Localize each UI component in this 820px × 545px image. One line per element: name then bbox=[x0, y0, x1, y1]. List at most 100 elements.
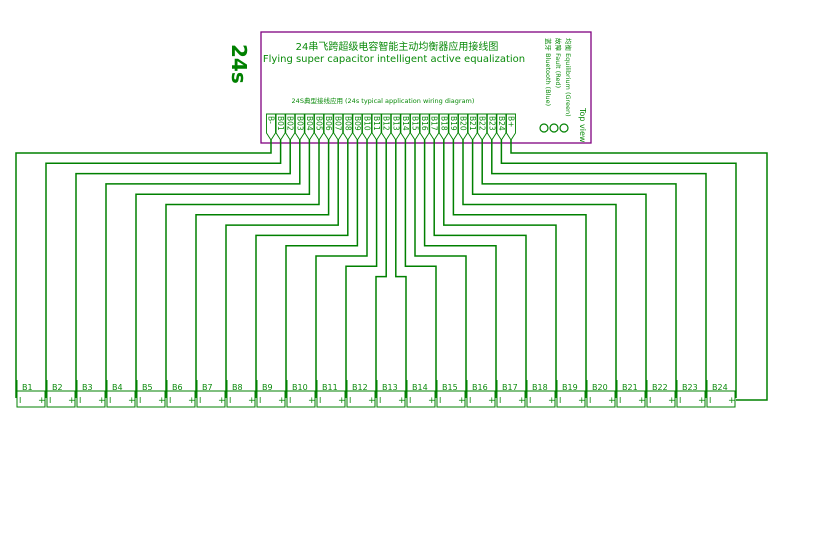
connector-pin: B10 bbox=[362, 113, 372, 141]
wire bbox=[481, 140, 677, 398]
cell-minus: I bbox=[589, 396, 591, 405]
cell-minus: I bbox=[619, 396, 621, 405]
wire bbox=[105, 140, 301, 398]
wire bbox=[510, 140, 768, 401]
wire bbox=[462, 140, 617, 398]
cell-plus: + bbox=[638, 396, 646, 406]
cell-plus: + bbox=[308, 396, 316, 406]
cell-label: B9 bbox=[262, 383, 273, 392]
cell-plus: + bbox=[728, 396, 736, 406]
wire bbox=[45, 140, 282, 398]
wire bbox=[285, 140, 359, 398]
battery-cell: B5I+ bbox=[136, 380, 166, 408]
cell-label: B6 bbox=[172, 383, 183, 392]
connector-pin: B09 bbox=[352, 113, 363, 141]
cell-plus: + bbox=[608, 396, 616, 406]
cell-plus: + bbox=[68, 396, 76, 406]
wire bbox=[443, 140, 557, 398]
legend-item: 均衡 Equilibrium (Green) bbox=[564, 38, 573, 117]
pin-label: B10 bbox=[363, 116, 372, 131]
cell-minus: I bbox=[499, 396, 501, 405]
red-led-icon bbox=[549, 123, 559, 133]
connector-pin: B06 bbox=[323, 113, 334, 141]
battery-cell: B2I+ bbox=[46, 380, 76, 408]
cell-minus: I bbox=[469, 396, 471, 405]
battery-cell: B6I+ bbox=[166, 380, 196, 408]
wire bbox=[423, 140, 497, 398]
cell-minus: I bbox=[229, 396, 231, 405]
cell-minus: I bbox=[379, 396, 381, 405]
wire bbox=[452, 140, 587, 398]
cell-minus: I bbox=[139, 396, 141, 405]
battery-cell: B8I+ bbox=[226, 380, 256, 408]
green-led-icon bbox=[559, 123, 569, 133]
cell-minus: I bbox=[319, 396, 321, 405]
cell-minus: I bbox=[79, 396, 81, 405]
cell-label: B7 bbox=[202, 383, 213, 392]
cell-plus: + bbox=[128, 396, 136, 406]
pin-label: B17 bbox=[430, 116, 439, 131]
pin-label: B+ bbox=[507, 116, 516, 127]
pin-label: B08 bbox=[343, 116, 352, 131]
cell-minus: I bbox=[649, 396, 651, 405]
wire bbox=[255, 140, 349, 398]
connector-pin: B05 bbox=[314, 113, 324, 141]
cell-plus: + bbox=[668, 396, 676, 406]
cell-label: B20 bbox=[592, 383, 608, 392]
top-view-label: Top view bbox=[578, 107, 587, 143]
cell-plus: + bbox=[368, 396, 376, 406]
connector-pin: B15 bbox=[410, 113, 420, 141]
cell-label: B15 bbox=[442, 383, 458, 392]
cell-label: B1 bbox=[22, 383, 33, 392]
cell-minus: I bbox=[169, 396, 171, 405]
connector-pin: B01 bbox=[275, 113, 286, 141]
connector-pin: B03 bbox=[294, 113, 305, 141]
cell-plus: + bbox=[98, 396, 106, 406]
connector-pin: B16 bbox=[419, 113, 430, 141]
board-outline bbox=[260, 31, 592, 144]
pin-label: B15 bbox=[411, 116, 420, 131]
pin-label: B02 bbox=[286, 116, 295, 131]
wire bbox=[345, 140, 378, 398]
cell-label: B2 bbox=[52, 383, 63, 392]
cell-plus: + bbox=[518, 396, 526, 406]
wire bbox=[375, 140, 387, 398]
cell-label: B16 bbox=[472, 383, 488, 392]
cell-minus: I bbox=[19, 396, 21, 405]
pin-label: B03 bbox=[295, 116, 304, 131]
connector-pin: B22 bbox=[477, 113, 488, 141]
connector-pin: B14 bbox=[400, 113, 411, 141]
title-en: Flying super capacitor intelligent activ… bbox=[263, 54, 525, 65]
cell-label: B12 bbox=[352, 383, 368, 392]
pin-label: B11 bbox=[372, 116, 381, 131]
pin-label: B21 bbox=[468, 116, 477, 131]
legend-item: 故障 Fault (Red) bbox=[554, 38, 563, 88]
wire bbox=[15, 140, 272, 398]
cell-minus: I bbox=[559, 396, 561, 405]
wire bbox=[395, 140, 407, 398]
cell-plus: + bbox=[38, 396, 46, 406]
wire bbox=[165, 140, 320, 398]
cell-label: B21 bbox=[622, 383, 638, 392]
pin-label: B23 bbox=[487, 116, 496, 131]
series-label: 24s bbox=[227, 44, 251, 84]
wire bbox=[414, 140, 467, 398]
connector-pin: B18 bbox=[438, 113, 449, 141]
connector-pin: B08 bbox=[342, 113, 353, 141]
pin-label: B14 bbox=[401, 116, 410, 131]
cell-plus: + bbox=[248, 396, 256, 406]
pin-label: B13 bbox=[391, 116, 400, 131]
wire bbox=[195, 140, 330, 398]
connector-pin: B23 bbox=[486, 113, 497, 141]
pin-label: B01 bbox=[276, 116, 285, 131]
pin-label: B12 bbox=[382, 116, 391, 131]
